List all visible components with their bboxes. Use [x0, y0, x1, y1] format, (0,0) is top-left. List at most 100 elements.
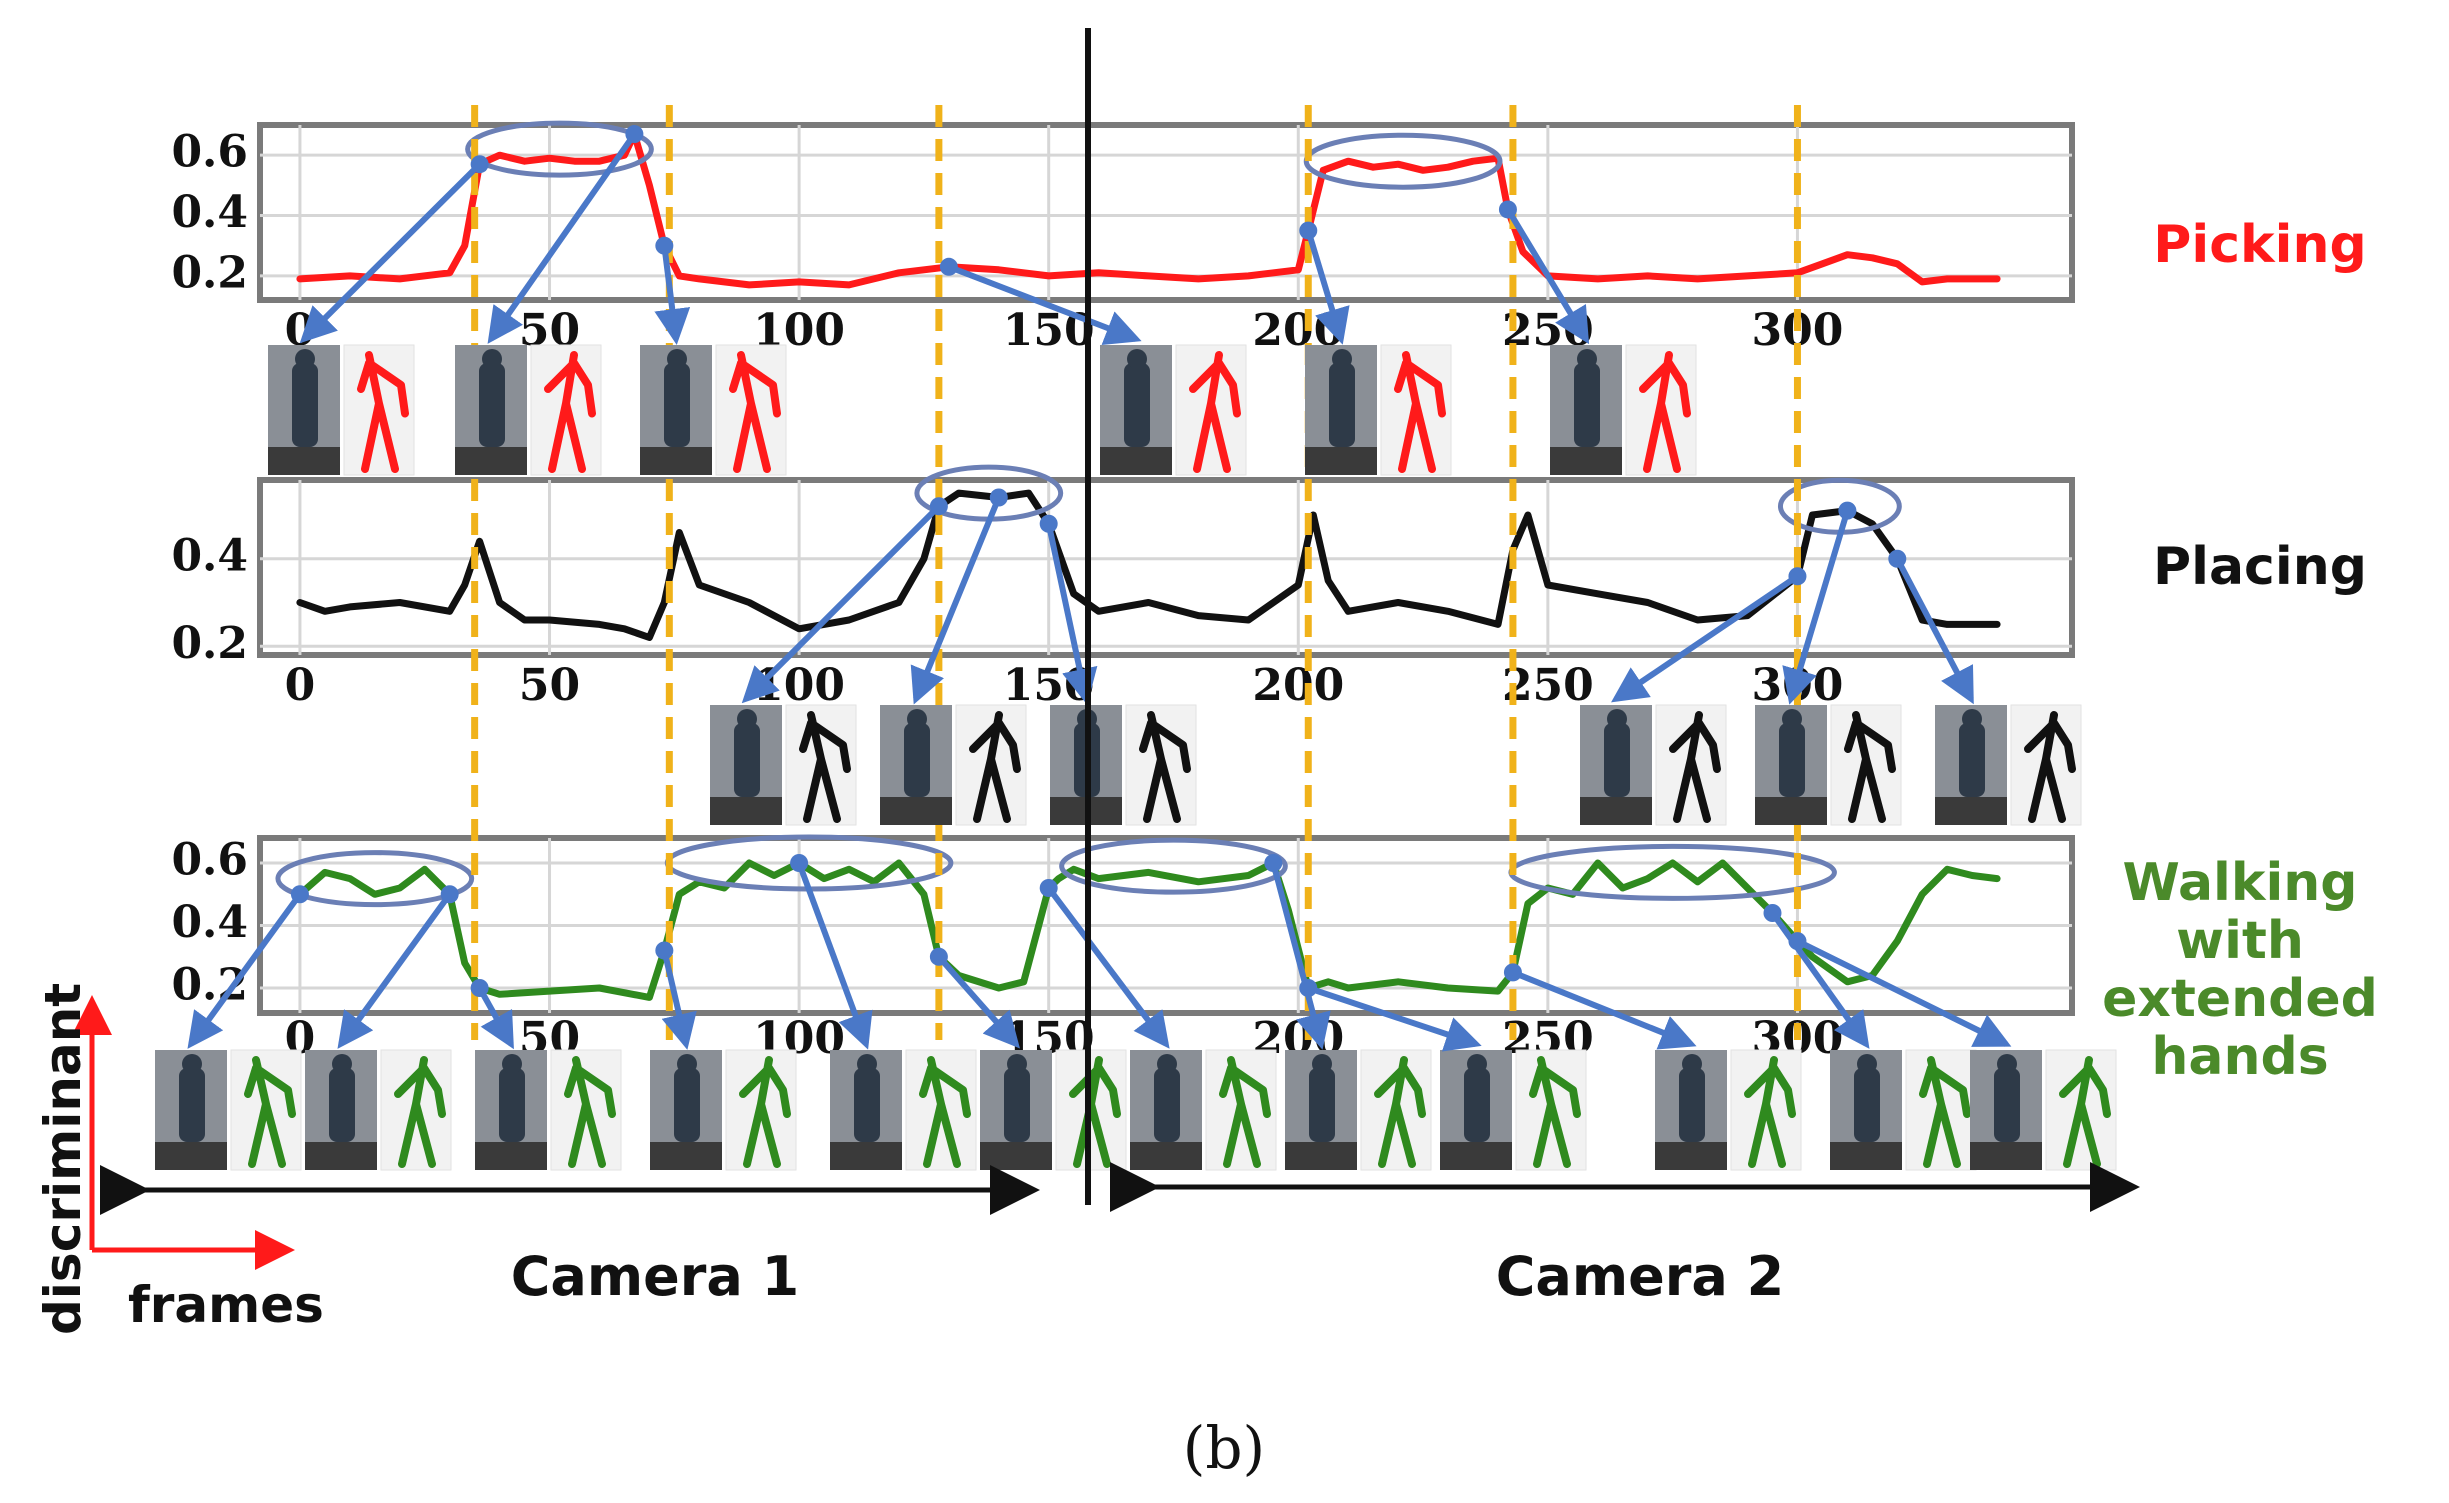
- frame-thumbnail: [1935, 704, 2082, 826]
- pointer-arrow: [1045, 523, 1098, 705]
- action-label: Picking: [2153, 215, 2366, 275]
- chart-panel-2: 0.20.4050100150200250300Placing: [171, 464, 2367, 711]
- y-tick-label: 0.4: [171, 530, 248, 581]
- x-tick-label: 150: [1003, 305, 1095, 356]
- plot-frame: [257, 477, 2075, 658]
- pose-skeleton: [394, 1056, 446, 1168]
- person-silhouette: [1154, 1068, 1180, 1142]
- person-silhouette: [1329, 363, 1355, 447]
- y-tick-label: 0.6: [171, 127, 248, 178]
- person-head: [1857, 1054, 1877, 1074]
- frame-photo-floor: [1935, 797, 2007, 825]
- pose-skeleton: [244, 1056, 296, 1168]
- frame-photo-floor: [1100, 447, 1172, 475]
- pose-skeleton: [1219, 1056, 1271, 1168]
- frame-photo-floor: [475, 1142, 547, 1170]
- y-tick-label: 0.4: [171, 897, 248, 948]
- chart-panel-1: 0.20.40.6050100150200250300Picking: [171, 120, 2367, 356]
- x-tick-label: 100: [753, 660, 845, 711]
- pointer-arrows: [187, 125, 2012, 1052]
- highlight-ellipse: [465, 120, 654, 178]
- person-silhouette: [734, 723, 760, 797]
- frame-photo-floor: [1755, 797, 1827, 825]
- pointer-arrow: [477, 986, 514, 1050]
- person-silhouette: [1994, 1068, 2020, 1142]
- person-head: [482, 349, 502, 369]
- pointer-arrow: [1046, 886, 1170, 1049]
- pose-skeleton: [739, 1056, 791, 1168]
- person-head: [1577, 349, 1597, 369]
- frame-photo-floor: [1655, 1142, 1727, 1170]
- pointer-arrow: [1307, 985, 1482, 1052]
- pose-skeleton: [1919, 1056, 1971, 1168]
- pose-skeleton: [1844, 711, 1896, 823]
- frame-thumbnail: [710, 704, 857, 826]
- pose-skeleton: [1529, 1056, 1581, 1168]
- frame-photo-floor: [1130, 1142, 1202, 1170]
- pointer-arrow: [1796, 938, 2012, 1047]
- frame-thumbnail: [1970, 1049, 2117, 1171]
- action-label-line: with: [2176, 911, 2304, 971]
- pose-skeleton: [544, 351, 596, 473]
- pose-skeleton: [1639, 351, 1691, 473]
- camera-2-label: Camera 2: [1496, 1245, 1784, 1308]
- pose-skeleton: [1189, 351, 1241, 473]
- action-label-line: Picking: [2153, 215, 2366, 275]
- y-tick-label: 0.4: [171, 187, 248, 238]
- person-silhouette: [479, 363, 505, 447]
- series-line: [296, 489, 2001, 641]
- frame-thumbnail: [980, 1049, 1127, 1171]
- person-silhouette: [1604, 723, 1630, 797]
- x-tick-label: 0: [285, 660, 316, 711]
- frame-photo-floor: [455, 447, 527, 475]
- frame-thumbnail: [155, 1049, 302, 1171]
- pointer-arrow: [936, 954, 1020, 1049]
- frame-thumbnail: [475, 1049, 622, 1171]
- person-silhouette: [1679, 1068, 1705, 1142]
- person-silhouette: [664, 363, 690, 447]
- person-silhouette: [1779, 723, 1805, 797]
- x-tick-label: 250: [1502, 660, 1594, 711]
- pointer-arrow: [487, 132, 637, 344]
- person-silhouette: [179, 1068, 205, 1142]
- pointer-arrow: [1894, 557, 1974, 705]
- person-head: [1332, 349, 1352, 369]
- x-tick-label: 50: [519, 660, 580, 711]
- pointer-arrow: [187, 892, 303, 1049]
- frame-photo-floor: [1285, 1142, 1357, 1170]
- frame-photo-floor: [1305, 447, 1377, 475]
- action-label: Placing: [2153, 537, 2367, 597]
- person-silhouette: [1574, 363, 1600, 447]
- pose-skeleton: [564, 1056, 616, 1168]
- frame-photo-floor: [640, 447, 712, 475]
- pointer-arrow: [1782, 509, 1851, 705]
- person-silhouette: [1959, 723, 1985, 797]
- pointer-arrow: [947, 264, 1142, 345]
- frame-photo-floor: [1440, 1142, 1512, 1170]
- person-silhouette: [1464, 1068, 1490, 1142]
- pointer-arrow: [654, 245, 691, 345]
- action-label-line: Placing: [2153, 537, 2367, 597]
- pointer-arrow: [1505, 207, 1590, 345]
- action-label-line: Walking: [2122, 853, 2357, 913]
- person-head: [857, 1054, 877, 1074]
- frame-thumbnail: [640, 344, 787, 476]
- person-head: [1312, 1054, 1332, 1074]
- person-head: [1157, 1054, 1177, 1074]
- person-head: [1782, 709, 1802, 729]
- frame-photo-floor: [1830, 1142, 1902, 1170]
- pointer-arrow: [910, 496, 1002, 705]
- pointer-arrow: [741, 504, 941, 704]
- pointer-arrow: [337, 892, 453, 1049]
- pose-skeleton: [2024, 711, 2076, 823]
- person-head: [737, 709, 757, 729]
- pointer-arrow: [299, 162, 482, 344]
- pose-skeleton: [1394, 351, 1446, 473]
- frame-photo-floor: [1970, 1142, 2042, 1170]
- highlight-ellipse: [275, 850, 475, 908]
- y-tick-label: 0.2: [171, 618, 248, 669]
- pose-skeleton: [799, 711, 851, 823]
- person-head: [1007, 1054, 1027, 1074]
- pointer-arrow: [1611, 573, 1800, 703]
